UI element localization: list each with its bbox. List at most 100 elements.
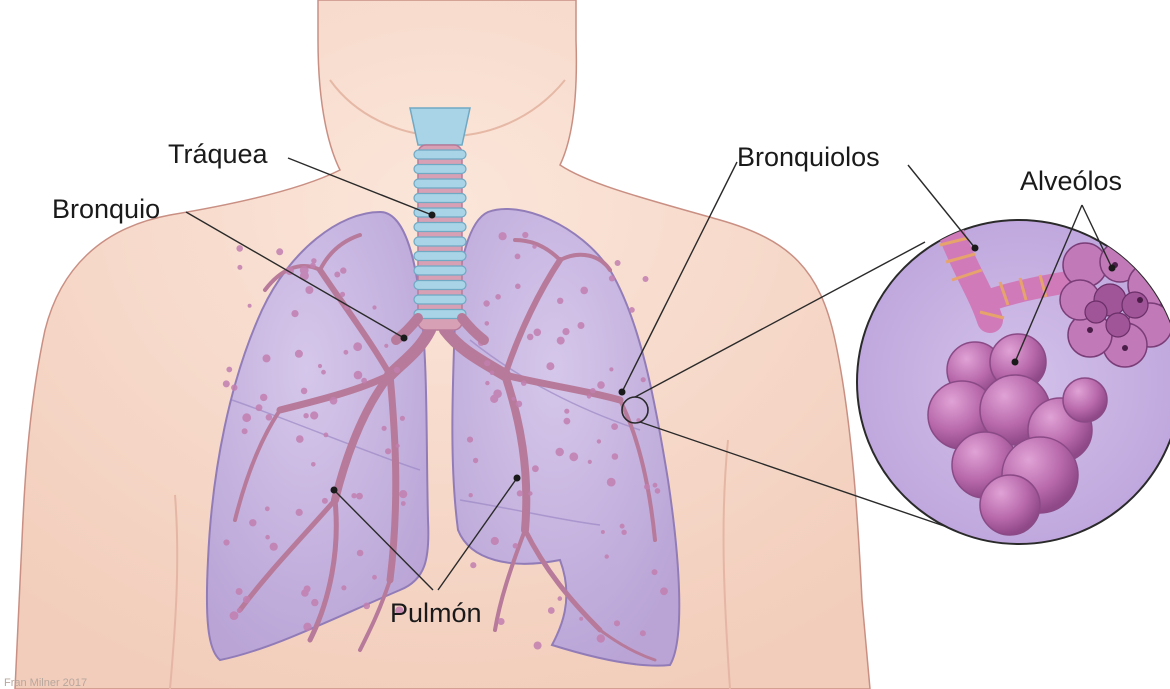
alveolar-cluster — [318, 364, 322, 368]
alveolar-cluster — [237, 608, 242, 613]
alveolar-cluster — [558, 596, 563, 601]
alveolar-cluster — [517, 490, 523, 496]
label-traquea: Tráquea — [168, 139, 269, 169]
alveolar-cluster — [557, 337, 565, 345]
alveolar-cluster — [301, 589, 309, 597]
alveolar-cluster — [607, 478, 616, 487]
alveolar-cluster — [236, 588, 243, 595]
alveolar-cluster — [344, 350, 349, 355]
alveolar-cluster — [340, 292, 345, 297]
alveolar-cluster — [499, 232, 507, 240]
alveolar-cluster — [353, 342, 362, 351]
alveolar-cluster — [354, 371, 363, 380]
alveolar-cluster — [295, 350, 303, 358]
alveolar-cluster — [609, 275, 615, 281]
dot-pulmon-left — [331, 487, 338, 494]
alveolar-cluster — [660, 587, 668, 595]
alveolar-cluster — [361, 378, 367, 384]
alveolar-cluster — [340, 267, 346, 273]
alveolar-cluster — [485, 381, 489, 385]
dot-pulmon-right — [514, 475, 521, 482]
alveolar-cluster — [265, 506, 270, 511]
alveolar-cluster — [223, 539, 229, 545]
alveolar-cluster — [527, 334, 534, 341]
torso — [15, 0, 870, 689]
alveolar-cluster — [311, 599, 318, 606]
trachea-ring — [414, 223, 466, 232]
alveolar-cluster — [356, 493, 363, 500]
trachea-ring — [414, 295, 466, 304]
dot-traquea — [429, 212, 436, 219]
alveolar-cluster — [236, 245, 243, 252]
alveolar-cluster — [394, 367, 400, 373]
alveolar-cluster — [611, 423, 618, 430]
alveolar-cluster — [569, 452, 578, 461]
alveolar-cluster — [578, 322, 585, 329]
label-bronquiolos: Bronquiolos — [737, 142, 880, 172]
alveolar-cluster — [303, 623, 311, 631]
alveolar-cluster — [597, 381, 605, 389]
alveolar-cluster — [223, 380, 230, 387]
alveolar-cluster — [396, 444, 400, 448]
alveolar-cluster — [311, 462, 316, 467]
alveolar-cluster — [644, 484, 650, 490]
alveolar-cluster — [546, 362, 554, 370]
alveolar-cluster — [296, 509, 303, 516]
alveolar-cluster — [330, 397, 338, 405]
alveolar-cluster — [265, 535, 270, 540]
alveolar-cluster — [341, 585, 346, 590]
alveolar-cluster — [515, 254, 521, 260]
alveolar-cluster — [640, 630, 646, 636]
alveolar-cluster — [372, 575, 377, 580]
alveolar-cluster — [322, 498, 328, 504]
alveolar-cluster — [270, 543, 278, 551]
alveolar-cluster — [372, 305, 376, 309]
dot-bronquio — [401, 335, 408, 342]
alveolar-cluster — [641, 377, 646, 382]
trachea-ring — [414, 281, 466, 290]
trachea-ring — [414, 208, 466, 217]
alveolar-cluster — [579, 617, 583, 621]
alveolar-cluster — [615, 260, 621, 266]
alveolar-cluster — [467, 437, 473, 443]
alveolar-cluster — [473, 458, 478, 463]
alveolar-cluster — [620, 524, 625, 529]
alveolar-cluster — [310, 411, 318, 419]
alveolar-cluster — [303, 413, 308, 418]
alveolar-cluster — [597, 439, 601, 443]
trachea-ring — [414, 165, 466, 174]
alveolar-cluster — [588, 460, 592, 464]
alveolar-cluster — [237, 265, 242, 270]
alveolar-cluster — [300, 266, 309, 275]
alveolar-cluster — [597, 634, 605, 642]
alveolar-cluster — [511, 397, 515, 401]
alveolar-cluster — [580, 287, 588, 295]
alveolar-cluster — [614, 620, 620, 626]
alveolar-cluster — [513, 543, 519, 549]
alveolar-cluster — [621, 530, 626, 535]
alveolar-cluster — [385, 448, 391, 454]
alveolar-cluster — [291, 310, 298, 317]
alveolar-cluster — [484, 360, 490, 366]
alveolar-cluster — [226, 367, 232, 373]
alveolar-cluster — [321, 370, 326, 375]
trachea-ring — [414, 179, 466, 188]
alveolar-cluster — [310, 263, 316, 269]
alveolar-cluster — [296, 435, 304, 443]
alveolar-cluster — [490, 371, 495, 376]
alveolar-cluster — [483, 300, 489, 306]
alveolar-cluster — [256, 404, 263, 411]
alveolar-cluster — [491, 537, 499, 545]
alveolar-cluster — [587, 394, 591, 398]
alveolar-cluster — [532, 244, 536, 248]
dot-alveolos-a — [1012, 359, 1019, 366]
trachea-ring — [414, 266, 466, 275]
alveolar-cluster — [556, 448, 564, 456]
alveolar-cluster — [612, 453, 619, 460]
alveolar-cluster — [243, 596, 250, 603]
alveolar-cluster — [493, 389, 502, 398]
trachea-ring — [414, 150, 466, 159]
alveolar-cluster — [263, 354, 271, 362]
